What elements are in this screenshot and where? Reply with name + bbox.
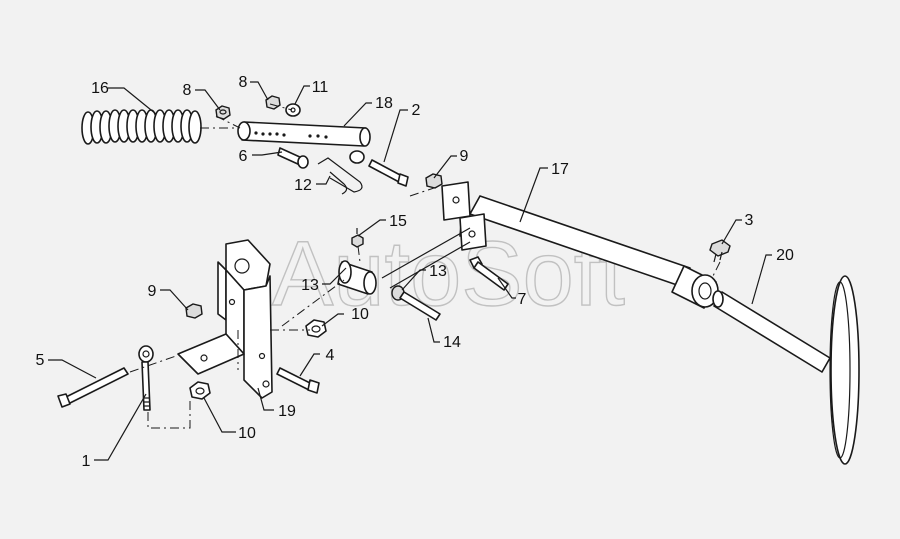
leader-1 bbox=[94, 393, 147, 461]
leader-3 bbox=[721, 219, 742, 245]
pedal-arm bbox=[381, 181, 719, 309]
lock-nut-arm bbox=[425, 173, 443, 189]
bolt-long bbox=[57, 367, 129, 408]
centerline-nut-upper bbox=[215, 115, 241, 129]
leader-19 bbox=[257, 387, 274, 411]
callout-20: 20 bbox=[776, 247, 794, 264]
callout-8: 8 bbox=[183, 82, 192, 99]
leader-7 bbox=[497, 277, 516, 299]
set-screw bbox=[709, 239, 731, 263]
centerline-bolt-long bbox=[129, 355, 177, 373]
leader-6 bbox=[252, 151, 283, 156]
pedal-pad bbox=[712, 275, 860, 465]
leader-9b bbox=[160, 289, 189, 311]
spring-clip bbox=[317, 157, 363, 195]
centerline-eye-bolt bbox=[147, 398, 191, 429]
leader-8b bbox=[250, 81, 269, 101]
callout-16: 16 bbox=[91, 80, 109, 97]
lock-nut-upper-right bbox=[265, 95, 281, 110]
leader-2 bbox=[383, 109, 408, 163]
hex-nut-lower bbox=[189, 381, 211, 400]
hex-nut-right bbox=[305, 319, 327, 338]
mounting-bracket bbox=[177, 239, 273, 399]
leader-18 bbox=[343, 102, 372, 127]
lock-nut-bracket bbox=[185, 303, 203, 319]
leader-4 bbox=[299, 353, 320, 377]
adjusting-rod bbox=[237, 121, 371, 147]
leader-13a bbox=[322, 267, 347, 285]
centerline-screw bbox=[711, 261, 721, 279]
bolt-bracket bbox=[276, 367, 320, 394]
callout-11: 11 bbox=[312, 79, 329, 96]
grease-nipple bbox=[351, 228, 364, 248]
leader-9a bbox=[433, 155, 457, 179]
leader-14 bbox=[427, 317, 440, 343]
leader-12 bbox=[316, 175, 331, 185]
washer-rod-end bbox=[349, 150, 365, 164]
leader-15 bbox=[357, 219, 386, 237]
callout-14: 14 bbox=[443, 334, 461, 351]
centerline-grease bbox=[357, 245, 361, 263]
callout-13: 13 bbox=[429, 263, 447, 280]
callout-4: 4 bbox=[326, 347, 335, 364]
callout-13: 13 bbox=[301, 277, 319, 294]
callout-10: 10 bbox=[351, 306, 369, 323]
callout-2: 2 bbox=[412, 102, 421, 119]
pin-bolt bbox=[277, 147, 309, 169]
callout-10: 10 bbox=[238, 425, 256, 442]
centerline-nut-arm bbox=[409, 185, 441, 197]
leader-8a bbox=[195, 89, 221, 111]
centerline-bushing bbox=[281, 279, 345, 327]
callout-6: 6 bbox=[239, 148, 248, 165]
callout-12: 12 bbox=[294, 177, 312, 194]
callout-9: 9 bbox=[460, 148, 469, 165]
callout-1: 1 bbox=[82, 453, 91, 470]
bolt-rod bbox=[368, 159, 409, 187]
callout-18: 18 bbox=[375, 95, 393, 112]
washer-upper bbox=[285, 103, 301, 117]
eye-bolt bbox=[138, 345, 154, 411]
leader-10a bbox=[321, 313, 344, 327]
leader-11 bbox=[294, 85, 310, 105]
coil-spring bbox=[81, 109, 202, 145]
callout-19: 19 bbox=[278, 403, 296, 420]
pivot-pin bbox=[399, 291, 441, 321]
leader-13b bbox=[401, 269, 426, 291]
leader-5 bbox=[48, 359, 97, 379]
leader-10b bbox=[203, 397, 236, 433]
bolt-arm bbox=[469, 256, 509, 291]
callout-17: 17 bbox=[551, 161, 569, 178]
callout-15: 15 bbox=[389, 213, 407, 230]
leader-17 bbox=[519, 167, 548, 223]
callout-7: 7 bbox=[518, 291, 527, 308]
bushing-left bbox=[337, 260, 377, 295]
callout-3: 3 bbox=[745, 212, 754, 229]
leader-20 bbox=[751, 254, 772, 305]
callout-9: 9 bbox=[148, 283, 157, 300]
callout-5: 5 bbox=[36, 352, 45, 369]
centerline-washer bbox=[269, 103, 293, 111]
leader-16 bbox=[108, 87, 157, 115]
callout-8: 8 bbox=[239, 74, 248, 91]
